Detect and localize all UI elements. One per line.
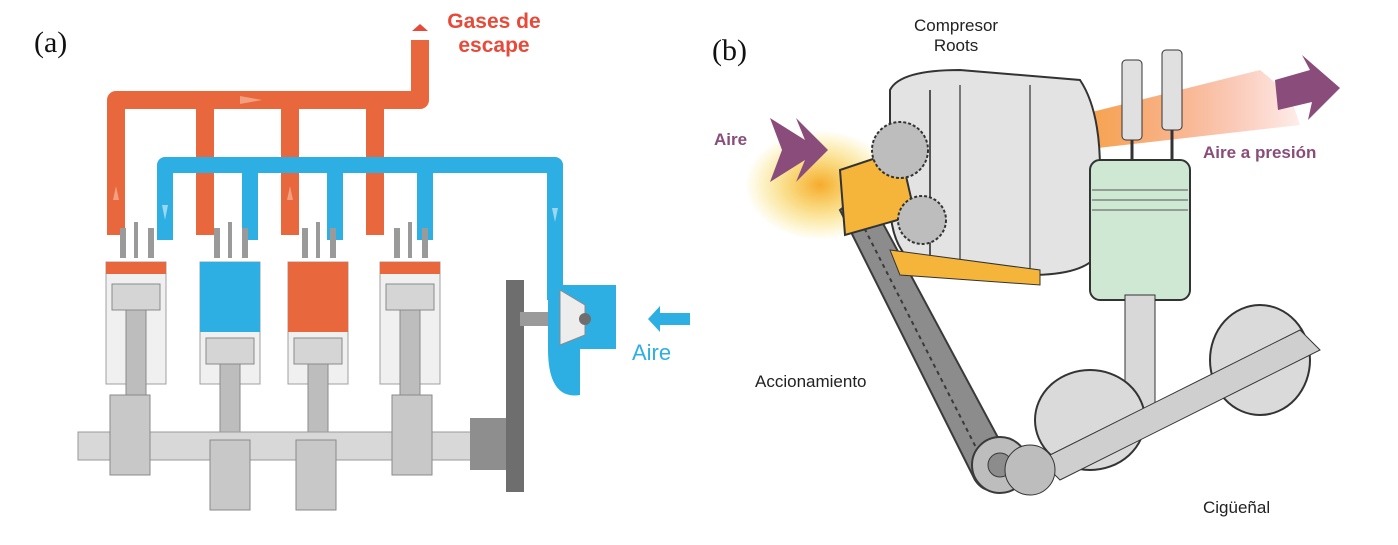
turbo-engine-illustration	[77, 24, 690, 511]
drive-gear-bottom	[897, 195, 947, 245]
compressor-label: Compresor Roots	[914, 16, 998, 56]
turbocharger	[548, 285, 616, 396]
intake-manifold	[157, 157, 563, 300]
exhaust-gas-label: Gases de escape	[436, 10, 552, 58]
drive-label: Accionamiento	[755, 372, 867, 391]
flywheel-plate	[506, 280, 524, 492]
compressor-label-line2: Roots	[933, 36, 979, 55]
air-in-arrow	[770, 118, 828, 182]
cylinder-3	[287, 222, 349, 445]
intake-down-arrow	[552, 208, 558, 222]
crankshaft-assembly	[1004, 304, 1321, 496]
crankshaft	[77, 394, 506, 511]
panel-a-label: (a)	[34, 26, 68, 59]
drive-gear-top	[871, 121, 929, 179]
panel-b-supercharger-diagram: (b)	[700, 0, 1398, 545]
exhaust-up-arrow-1	[113, 186, 119, 200]
exhaust-flow-arrow	[240, 96, 262, 104]
compressor-label-line1: Compresor	[914, 16, 999, 35]
exhaust-gas-label-line1: Gases de	[447, 10, 541, 33]
cylinder-2	[199, 222, 261, 445]
cylinder-1	[105, 222, 167, 401]
air-in-label: Aire	[714, 130, 748, 149]
exhaust-outlet-arrow	[412, 24, 428, 31]
air-out-arrow	[1275, 55, 1340, 120]
exhaust-gas-label-line2: escape	[458, 34, 530, 57]
air-inlet-arrow	[648, 306, 690, 332]
supercharger-illustration	[745, 49, 1340, 496]
panel-b-label: (b)	[712, 34, 747, 67]
cylinder-4	[379, 222, 441, 401]
exhaust-valve	[1161, 49, 1183, 160]
pressurized-air-label: Aire a presión	[1203, 143, 1317, 162]
intake-down-arrow-2	[162, 205, 168, 220]
crankshaft-label: Cigüeñal	[1203, 498, 1271, 517]
exhaust-up-arrow-2	[287, 186, 293, 200]
piston-cylinder	[1089, 159, 1191, 416]
air-inlet-label: Aire	[632, 340, 672, 365]
panel-a-turbo-diagram: (a)	[34, 10, 690, 511]
intake-valve	[1121, 59, 1143, 160]
